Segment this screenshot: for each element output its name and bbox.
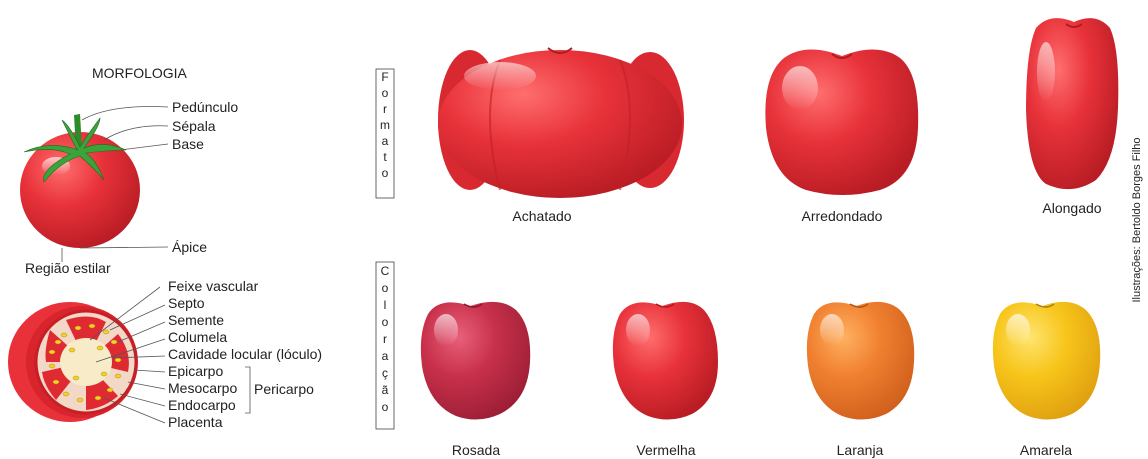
tomato-red xyxy=(613,302,718,420)
svg-text:ç: ç xyxy=(382,366,388,380)
illustration-credit: Ilustrações: Bertoldo Borges Filho xyxy=(1131,137,1143,302)
label-sepal: Sépala xyxy=(172,118,216,134)
svg-text:o: o xyxy=(382,400,389,414)
label-columella: Columela xyxy=(168,329,227,345)
morphology-title: MORFOLOGIA xyxy=(92,65,188,81)
label-placenta: Placenta xyxy=(168,414,223,430)
tomato-yellow xyxy=(993,302,1100,420)
svg-text:o: o xyxy=(382,166,389,180)
label-septum: Septo xyxy=(168,295,205,311)
svg-text:C: C xyxy=(381,264,390,278)
label-pericarp: Pericarpo xyxy=(254,381,314,397)
label-apex: Ápice xyxy=(172,239,207,255)
svg-text:a: a xyxy=(382,134,389,148)
svg-text:F: F xyxy=(381,70,388,84)
svg-text:a: a xyxy=(382,349,389,363)
label-epicarp: Epicarpo xyxy=(168,363,223,379)
svg-text:l: l xyxy=(384,298,387,312)
label-round: Arredondado xyxy=(802,208,883,224)
svg-text:o: o xyxy=(382,281,389,295)
svg-text:ã: ã xyxy=(382,383,389,397)
label-elongated: Alongado xyxy=(1042,200,1101,216)
tomato-round xyxy=(765,49,918,195)
svg-text:r: r xyxy=(383,332,387,346)
label-pink: Rosada xyxy=(452,442,500,458)
label-vascular-bundle: Feixe vascular xyxy=(168,278,259,294)
svg-text:m: m xyxy=(380,118,390,132)
label-mesocarp: Mesocarpo xyxy=(168,380,237,396)
svg-text:o: o xyxy=(382,86,389,100)
tomato-flat xyxy=(438,48,684,198)
label-yellow: Amarela xyxy=(1020,442,1072,458)
tomato-orange xyxy=(807,302,914,420)
label-red: Vermelha xyxy=(636,442,695,458)
whole-tomato xyxy=(20,114,140,248)
svg-text:o: o xyxy=(382,315,389,329)
svg-text:r: r xyxy=(383,102,387,116)
label-locular-cavity: Cavidade locular (lóculo) xyxy=(168,346,322,362)
tomato-elongated xyxy=(1026,18,1118,189)
tomato-pink xyxy=(421,302,530,420)
label-flat: Achatado xyxy=(512,208,571,224)
label-peduncle: Pedúnculo xyxy=(172,99,238,115)
label-endocarp: Endocarpo xyxy=(168,397,236,413)
label-orange: Laranja xyxy=(837,442,884,458)
label-base: Base xyxy=(172,136,204,152)
label-stylar-region: Região estilar xyxy=(25,260,111,276)
label-seed: Semente xyxy=(168,312,224,328)
